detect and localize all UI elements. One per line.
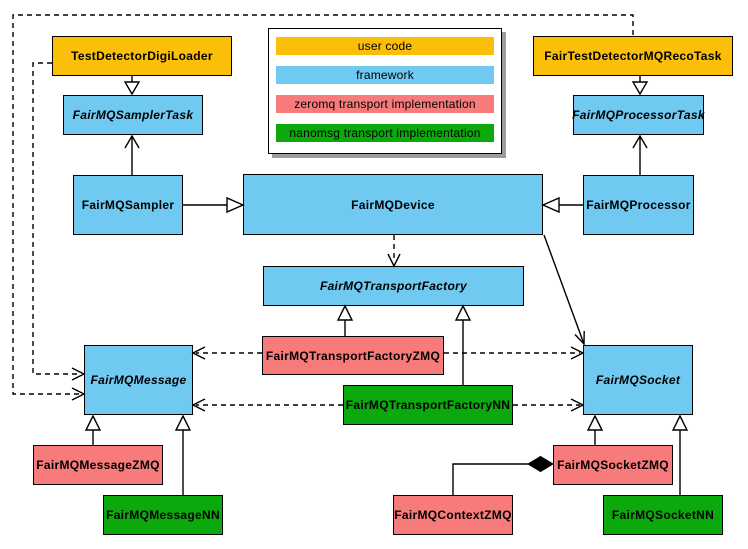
edge-socketnn-socket-inheritance: [671, 414, 689, 495]
edge-tfzmq-transportfactory-inheritance: [336, 304, 354, 336]
node-fairmq-transport-factory-zmq: FairMQTransportFactoryZMQ: [262, 336, 444, 375]
edge-device-transportfactory-dependency: [387, 235, 401, 268]
edge-tfnn-transportfactory-inheritance: [454, 304, 472, 385]
edge-device-socket-association: [543, 234, 585, 346]
node-fairmq-socket-nn: FairMQSocketNN: [603, 495, 723, 535]
node-fairmq-transport-factory: FairMQTransportFactory: [263, 266, 524, 306]
node-fairmq-socket-zmq: FairMQSocketZMQ: [553, 445, 673, 485]
legend-item-nanomsg: nanomsg transport implementation: [276, 124, 494, 142]
edge-processor-processortask-association: [632, 134, 648, 175]
node-fairmq-message: FairMQMessage: [84, 345, 193, 415]
node-fairmq-message-nn: FairMQMessageNN: [103, 495, 223, 535]
edge-sampler-device-inheritance: [183, 196, 245, 214]
node-fairmq-processor-task: FairMQProcessorTask: [572, 95, 705, 135]
edge-socketzmq-socket-inheritance: [586, 414, 604, 445]
edge-tfnn-socket-dependency: [513, 398, 585, 412]
edge-tfnn-message-dependency: [191, 398, 343, 412]
edge-digiloader-samplertask-inheritance: [123, 76, 141, 96]
node-fairmq-message-zmq: FairMQMessageZMQ: [33, 445, 163, 485]
node-test-detector-digi-loader: TestDetectorDigiLoader: [52, 36, 232, 76]
node-fair-test-detector-mq-reco-task: FairTestDetectorMQRecoTask: [533, 36, 733, 76]
legend-item-zeromq: zeromq transport implementation: [276, 95, 494, 113]
node-fairmq-socket: FairMQSocket: [583, 345, 693, 415]
legend: user code framework zeromq transport imp…: [268, 28, 502, 154]
edge-messagenn-message-inheritance: [174, 414, 192, 495]
edge-processor-device-inheritance: [541, 196, 583, 214]
node-fairmq-transport-factory-nn: FairMQTransportFactoryNN: [343, 385, 513, 425]
node-fairmq-processor: FairMQProcessor: [583, 175, 694, 235]
edge-recotask-processortask-inheritance: [631, 76, 649, 96]
legend-item-user-code: user code: [276, 37, 494, 55]
edge-contextzmq-socketzmq-composition: [452, 455, 554, 495]
edge-tfzmq-message-dependency: [191, 346, 262, 360]
node-fairmq-context-zmq: FairMQContextZMQ: [393, 495, 513, 535]
node-fairmq-device: FairMQDevice: [243, 174, 543, 235]
legend-item-framework: framework: [276, 66, 494, 84]
node-fairmq-sampler: FairMQSampler: [73, 175, 183, 235]
edge-messagezmq-message-inheritance: [84, 414, 102, 445]
edge-sampler-samplertask-association: [124, 134, 140, 175]
edge-tfzmq-socket-dependency: [444, 346, 585, 360]
node-fairmq-sampler-task: FairMQSamplerTask: [63, 95, 203, 135]
